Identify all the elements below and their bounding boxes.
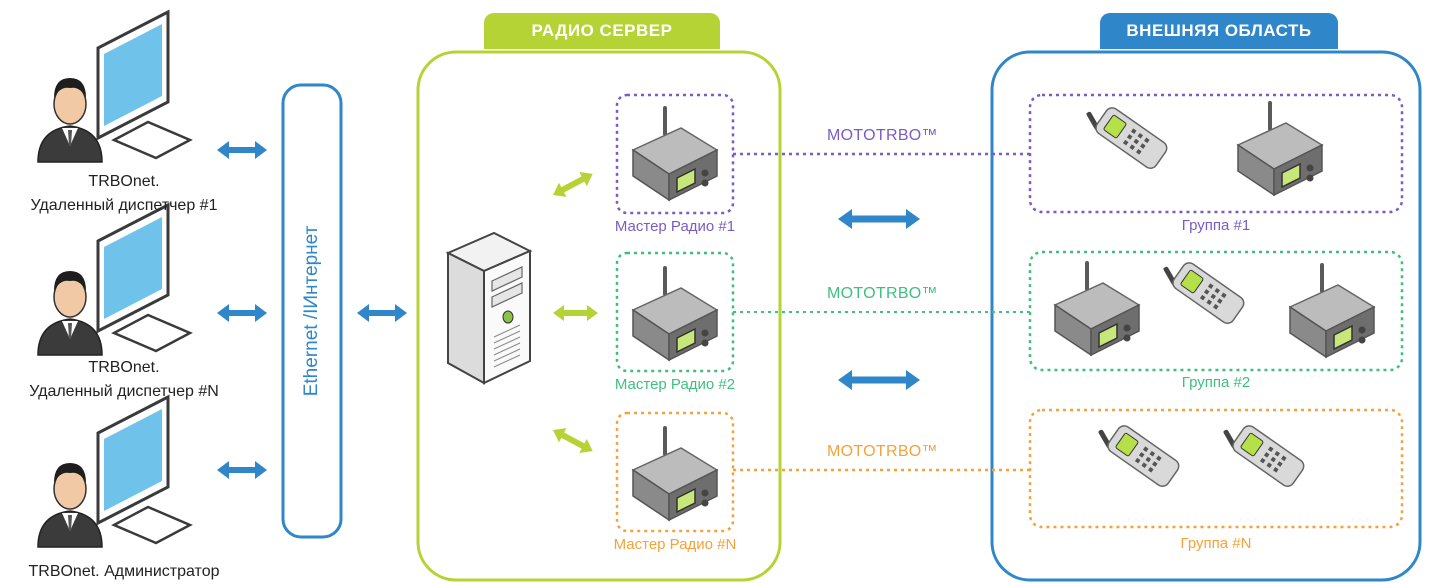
- usern-link-arrow: [217, 304, 267, 322]
- groupN-handheld-2-icon: [1222, 422, 1308, 490]
- groupN-box: [1028, 408, 1404, 529]
- server-master1-arrow: [549, 166, 597, 203]
- usern-label: TRBOnet. Удаленный диспетчер #N: [0, 356, 254, 404]
- link-label-1: MOTOTRBO™: [827, 127, 938, 144]
- group2-label: Группа #2: [1181, 374, 1251, 391]
- master1-radio-icon: [632, 105, 718, 201]
- ethernet-label-box: Ethernet /IИнтернет: [283, 85, 341, 537]
- server-icon: [447, 232, 531, 384]
- group1-handheld-icon: [1085, 104, 1171, 172]
- external-area-container: [990, 50, 1422, 582]
- server-masterN-arrow: [549, 422, 597, 459]
- group2-handheld-icon: [1162, 259, 1248, 327]
- master2-radio-icon: [632, 265, 718, 361]
- master1-label: Мастер Радио #1: [614, 218, 736, 235]
- roaming-arrow-2: [838, 370, 920, 390]
- group1-label: Группа #1: [1181, 217, 1251, 234]
- group2-radio-icon: [1289, 262, 1375, 358]
- master2-box: [615, 251, 735, 373]
- radio-server-title: РАДИО СЕРВЕР: [484, 13, 720, 49]
- user1-label-line2: Удаленный диспетчер #1: [30, 197, 218, 214]
- groupN-handheld-1-icon: [1097, 422, 1183, 490]
- administrator-icon: [36, 395, 192, 549]
- external-area-title: ВНЕШНЯЯ ОБЛАСТЬ: [1100, 13, 1338, 49]
- group1-box: [1028, 93, 1404, 214]
- ethernet-label: Ethernet /IИнтернет: [301, 225, 322, 397]
- usern-label-line1: TRBOnet.: [88, 359, 160, 376]
- masterN-box: [615, 411, 735, 533]
- masterN-radio-icon: [632, 425, 718, 521]
- link-label-2: MOTOTRBO™: [827, 285, 938, 302]
- server-master2-arrow: [553, 305, 598, 321]
- master1-box: [615, 93, 735, 215]
- link-label-n: MOTOTRBO™: [827, 443, 938, 460]
- ethernet-bus: [281, 83, 343, 539]
- user1-label: TRBOnet. Удаленный диспетчер #1: [0, 170, 254, 218]
- remote-dispatcher-1-icon: [36, 10, 192, 164]
- usern-label-line2: Удаленный диспетчер #N: [29, 383, 219, 400]
- admin-label: TRBOnet. Администратор: [0, 560, 254, 584]
- group2-box: [1028, 250, 1404, 372]
- groupN-label: Группа #N: [1180, 535, 1252, 552]
- remote-dispatcher-n-icon: [36, 203, 192, 357]
- masterN-label: Мастер Радио #N: [613, 536, 737, 553]
- user1-label-line1: TRBOnet.: [88, 173, 160, 190]
- roaming-arrow-1: [838, 209, 920, 229]
- radio-server-container: [416, 50, 782, 582]
- user1-link-arrow: [217, 141, 267, 159]
- group1-radio-icon: [1237, 100, 1323, 196]
- admin-label-line1: TRBOnet. Администратор: [28, 563, 220, 580]
- master2-label: Мастер Радио #2: [614, 376, 736, 393]
- admin-link-arrow: [217, 461, 267, 479]
- ethernet-server-arrow: [357, 304, 407, 322]
- group2-mobile-radio-icon: [1054, 260, 1140, 356]
